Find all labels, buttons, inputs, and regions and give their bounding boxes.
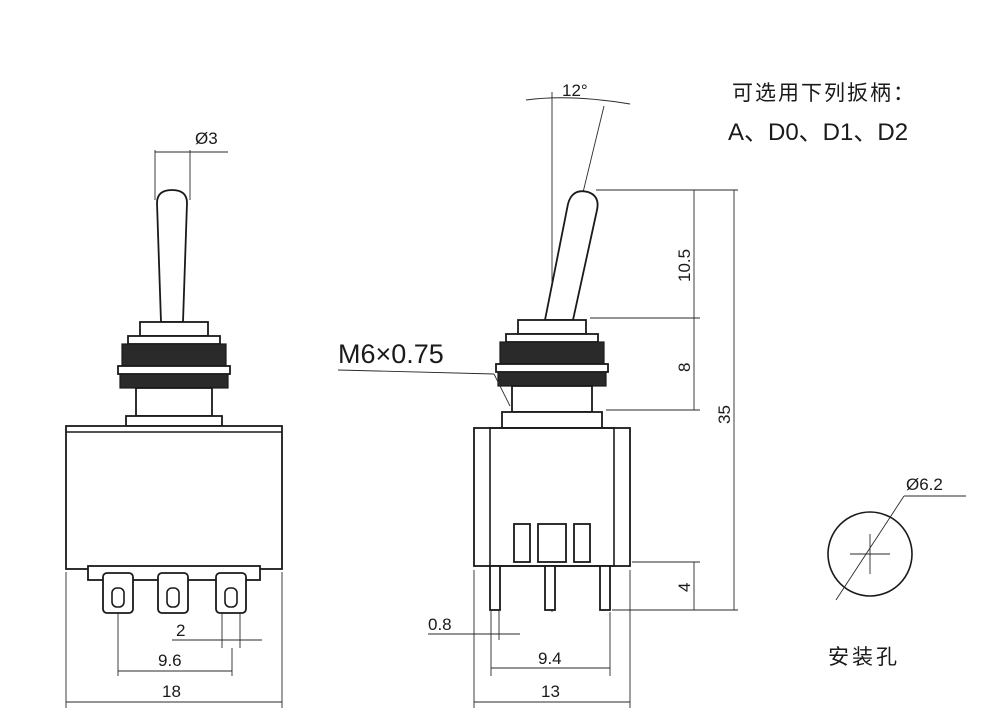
side-mount-flange [501,411,603,429]
side-lever [543,190,599,321]
front-washer [117,365,231,375]
side-pin-slot-left [513,523,531,563]
front-terminal-hole-left [111,587,125,608]
side-thread-leader [337,369,495,375]
side-handle-length-label: 10.5 [675,249,694,282]
side-overall-height-label: 35 [715,405,734,424]
front-terminal-right [215,572,247,614]
side-angle-label: 12° [562,81,588,100]
side-terminal-right [599,565,611,611]
side-thread-label: M6×0.75 [338,339,444,369]
side-washer [495,363,609,373]
front-terminal-hole-right [224,587,238,608]
side-pin-slot-right [573,523,591,563]
mounting-hole-circle [827,511,913,597]
side-terminal-span-label: 9.4 [538,649,562,668]
front-collar [139,321,209,337]
side-collar [517,319,587,335]
handle-options-note: 可选用下列扳柄： A、D0、D1、D2 [728,81,916,146]
front-terminal-middle [157,572,189,614]
side-collar-lip [505,333,599,343]
front-hex-nut [119,373,229,389]
side-hex-nut [497,371,607,387]
front-terminal-hole-middle [166,587,180,608]
mounting-hole-label: 安装孔 [828,645,900,669]
side-terminal-middle [544,565,556,611]
front-diameter-label: Ø3 [195,129,218,148]
mounting-hole-diameter-label: Ø6.2 [906,475,943,494]
front-bushing [135,387,213,417]
front-pin-spacing-label: 2 [176,621,185,640]
side-pin-slot-middle [537,523,567,563]
front-body [65,425,283,570]
side-view: 12° M6×0.75 10.5 8 [337,81,738,708]
side-thickness-label: 0.8 [428,615,452,634]
front-terminals [87,565,261,614]
side-body-depth-label: 13 [541,682,560,701]
side-knurled-nut [499,341,605,365]
mounting-hole-view: Ø6.2 安装孔 [827,475,966,669]
side-terminal-length-label: 4 [675,583,694,592]
side-terminal-left [489,565,501,611]
front-mount-flange [125,415,223,427]
handle-options-list: A、D0、D1、D2 [728,119,908,146]
front-collar-lip [127,335,221,345]
front-body-width-label: 18 [162,682,181,701]
side-thread-leader-tip [493,373,511,407]
front-view: Ø3 2 9.6 18 [65,129,283,708]
side-bushing [511,385,593,413]
handle-options-title: 可选用下列扳柄： [732,81,916,105]
side-angle-arc [525,97,631,105]
side-bushing-height-label: 8 [675,363,694,372]
front-knurled-nut [121,343,227,367]
front-lever [156,189,188,323]
front-pin-span-label: 9.6 [158,651,182,670]
